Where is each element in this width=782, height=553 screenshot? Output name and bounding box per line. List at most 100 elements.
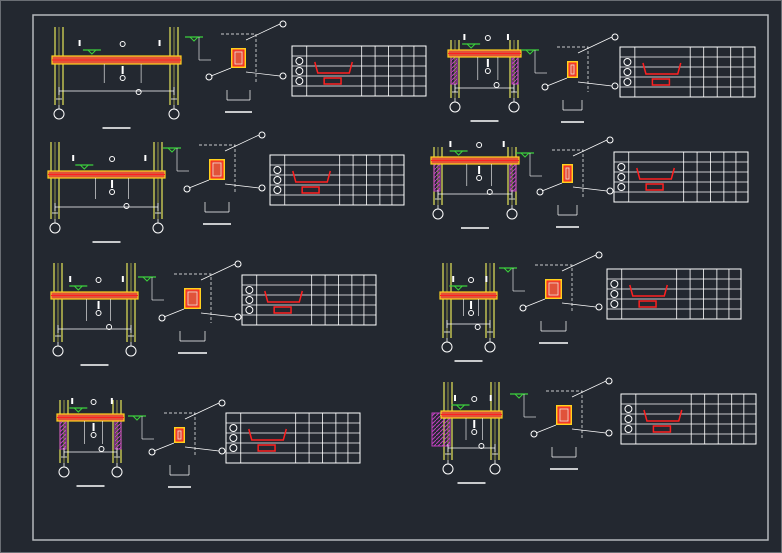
beam xyxy=(51,55,182,65)
row-marker-circle xyxy=(610,290,619,298)
callout-bubble xyxy=(605,377,613,385)
beam-detail-drawing xyxy=(128,399,226,488)
row-marker-circle xyxy=(617,163,626,171)
row-marker-circle xyxy=(624,405,633,413)
level-mark xyxy=(82,49,101,55)
beam-section-core xyxy=(232,49,245,67)
grid-axis-bubble xyxy=(506,208,518,220)
rebar-shape-sketch xyxy=(636,167,676,191)
row-marker-circle xyxy=(245,296,254,304)
callout-bubble xyxy=(258,184,266,192)
beam xyxy=(56,413,125,422)
callout-bubble xyxy=(218,399,226,407)
grid-axis-bubble xyxy=(508,101,520,113)
callout-leader xyxy=(163,308,185,318)
callout-leader xyxy=(224,134,260,152)
beam xyxy=(50,291,139,300)
row-marker-circle xyxy=(623,58,632,66)
callout-bubble xyxy=(611,82,619,90)
level-mark xyxy=(462,43,481,49)
callout-bubble xyxy=(158,314,166,322)
row-marker-circle xyxy=(245,286,254,294)
row-marker-circle xyxy=(617,173,626,181)
callout-bubble xyxy=(148,448,156,456)
callout-bubble xyxy=(606,187,614,195)
annotation-circle xyxy=(106,324,113,330)
level-mark xyxy=(516,152,534,158)
level-mark xyxy=(75,164,94,170)
level-mark xyxy=(128,415,146,421)
annotation-circle xyxy=(119,41,126,47)
grid-axis-bubble xyxy=(53,108,65,120)
rebar-schedule-table xyxy=(269,154,405,206)
level-mark xyxy=(163,147,181,153)
callout-bubble xyxy=(536,188,544,196)
rebar-shape-sketch xyxy=(292,170,332,194)
stirrup xyxy=(548,282,559,296)
callout-leader xyxy=(245,23,281,41)
row-marker-circle xyxy=(624,425,633,433)
callout-bubble xyxy=(530,430,538,438)
table-border xyxy=(269,154,405,206)
row-marker-circle xyxy=(610,300,619,308)
beam-section-core xyxy=(557,406,571,424)
callout-leader xyxy=(577,36,613,54)
beam-section-core xyxy=(185,289,200,308)
beam-section-drawing xyxy=(430,141,520,229)
callout-leader xyxy=(200,263,236,281)
stirrup xyxy=(570,64,575,75)
row-marker-circle xyxy=(273,176,282,184)
stirrup xyxy=(559,408,569,422)
level-mark xyxy=(449,150,468,156)
annotation-circle xyxy=(90,399,97,405)
callout-leader xyxy=(561,254,597,272)
row-marker-circle xyxy=(229,424,238,432)
rebar-shape-sketch xyxy=(629,284,669,308)
row-marker-circle xyxy=(245,306,254,314)
grid-axis-bubble xyxy=(441,341,453,353)
grid-axis-bubble xyxy=(489,463,501,475)
callout-bubble xyxy=(519,304,527,312)
annotation-circle xyxy=(471,396,478,402)
grid-axis-bubble xyxy=(168,108,180,120)
level-mark xyxy=(185,36,203,42)
grid-axis-bubble xyxy=(52,345,64,357)
callout-bubble xyxy=(279,20,287,28)
annotation-circle xyxy=(486,189,493,195)
table-border xyxy=(619,46,756,98)
beam xyxy=(440,410,503,419)
stirrup xyxy=(565,167,570,180)
callout-bubble xyxy=(183,185,191,193)
annotation-circle xyxy=(493,82,500,88)
callout-leader xyxy=(210,67,232,77)
table-border xyxy=(225,412,361,464)
level-mark xyxy=(510,393,528,399)
beam xyxy=(430,156,520,165)
annotation-circle xyxy=(98,446,105,452)
stirrup xyxy=(234,51,243,65)
callout-leader xyxy=(541,182,563,192)
beam xyxy=(47,170,166,179)
beam-detail-drawing xyxy=(163,131,266,225)
row-marker-circle xyxy=(273,186,282,194)
stirrup xyxy=(212,162,222,177)
beam-detail-drawing xyxy=(521,33,619,123)
beam xyxy=(439,291,498,300)
annotation-circle xyxy=(135,89,142,95)
beam-section-drawing xyxy=(51,27,182,129)
stirrup xyxy=(177,430,182,440)
row-marker-circle xyxy=(617,183,626,191)
annotation-circle xyxy=(109,189,116,195)
beam-section-core xyxy=(568,62,577,77)
callout-leader xyxy=(546,77,568,87)
table-border xyxy=(613,151,749,203)
callout-bubble xyxy=(595,251,603,259)
table-border xyxy=(291,45,427,97)
annotation-circle xyxy=(123,203,130,209)
rebar-schedule-table xyxy=(291,45,427,97)
table-border xyxy=(620,393,757,445)
rebar-schedule-table xyxy=(620,393,757,445)
beam-section-drawing xyxy=(439,263,498,362)
annotation-circle xyxy=(484,35,491,41)
